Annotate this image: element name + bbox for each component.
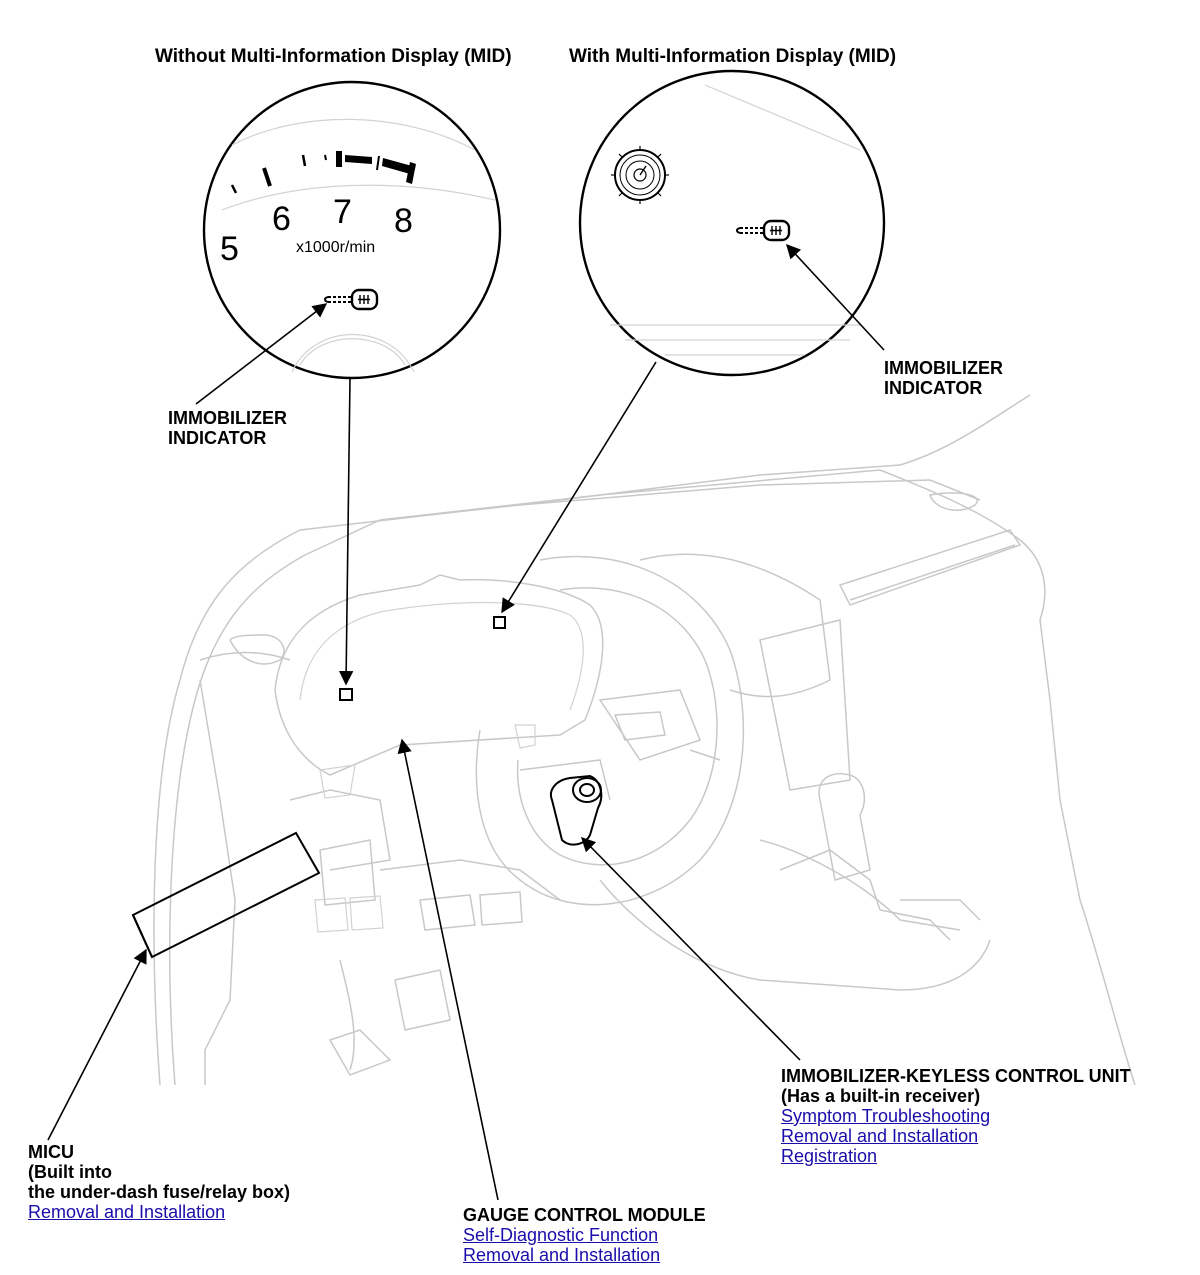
cluster-indicator-right bbox=[493, 616, 506, 629]
callout-keyless-control-unit: IMMOBILIZER-KEYLESS CONTROL UNIT (Has a … bbox=[781, 1066, 1131, 1166]
link-registration[interactable]: Registration bbox=[781, 1146, 878, 1166]
immobilizer-left-line1: IMMOBILIZER bbox=[168, 408, 287, 428]
instrument-cluster-outline bbox=[274, 574, 604, 799]
leader-micu bbox=[47, 948, 147, 1141]
callout-gauge-control-module: GAUGE CONTROL MODULE Self-Diagnostic Fun… bbox=[463, 1205, 706, 1265]
link-self-diagnostic-function[interactable]: Self-Diagnostic Function bbox=[463, 1225, 659, 1245]
micu-box bbox=[131, 831, 321, 959]
cluster-indicator-left bbox=[339, 688, 353, 701]
gauge-unit-label: x1000r/min bbox=[296, 239, 375, 256]
callout-immobilizer-indicator-left: IMMOBILIZER INDICATOR bbox=[168, 408, 287, 448]
callout-micu: MICU (Built into the under-dash fuse/rel… bbox=[28, 1142, 290, 1222]
immobilizer-right-line2: INDICATOR bbox=[884, 378, 983, 398]
link-keyless-removal-installation[interactable]: Removal and Installation bbox=[781, 1126, 979, 1146]
detail-circle-with-mid bbox=[578, 69, 886, 377]
leader-lines bbox=[47, 243, 885, 1201]
speed-gauge-icon bbox=[611, 146, 669, 204]
leader-circle-right-to-cluster bbox=[501, 361, 657, 614]
immobilizer-right-line1: IMMOBILIZER bbox=[884, 358, 1003, 378]
heading-without-mid: Without Multi-Information Display (MID) bbox=[155, 46, 512, 67]
immobilizer-key-icon-right bbox=[736, 219, 791, 242]
leader-keyless-unit bbox=[580, 836, 801, 1061]
link-gauge-removal-installation[interactable]: Removal and Installation bbox=[463, 1245, 661, 1265]
immobilizer-left-line2: INDICATOR bbox=[168, 428, 267, 448]
immobilizer-key-icon-left bbox=[324, 288, 379, 311]
micu-line3: the under-dash fuse/relay box) bbox=[28, 1182, 291, 1202]
gauge-number-6: 6 bbox=[272, 200, 291, 238]
micu-title: MICU bbox=[28, 1142, 74, 1162]
detail-circle-without-mid: 5 6 7 8 x1000r/min bbox=[202, 80, 502, 380]
leader-immobilizer-left bbox=[195, 303, 328, 405]
dashboard-line-art bbox=[153, 394, 1136, 1086]
heading-with-mid: With Multi-Information Display (MID) bbox=[569, 46, 897, 67]
leader-gauge-module bbox=[397, 738, 499, 1201]
steering-wheel bbox=[475, 555, 745, 906]
gauge-number-8: 8 bbox=[394, 202, 413, 240]
leader-immobilizer-right bbox=[786, 243, 885, 351]
gauge-number-5: 5 bbox=[220, 230, 239, 268]
keyless-control-unit bbox=[550, 774, 603, 846]
link-symptom-troubleshooting[interactable]: Symptom Troubleshooting bbox=[781, 1106, 991, 1126]
callout-immobilizer-indicator-right: IMMOBILIZER INDICATOR bbox=[884, 358, 1003, 398]
keyless-unit-title: IMMOBILIZER-KEYLESS CONTROL UNIT bbox=[781, 1066, 1131, 1086]
link-micu-removal-installation[interactable]: Removal and Installation bbox=[28, 1202, 226, 1222]
keyless-unit-subtitle: (Has a built-in receiver) bbox=[781, 1086, 981, 1106]
leader-circle-left-to-cluster bbox=[338, 377, 354, 686]
gauge-number-7: 7 bbox=[333, 193, 352, 231]
gauge-module-title: GAUGE CONTROL MODULE bbox=[463, 1205, 706, 1225]
micu-line2: (Built into bbox=[28, 1162, 112, 1182]
